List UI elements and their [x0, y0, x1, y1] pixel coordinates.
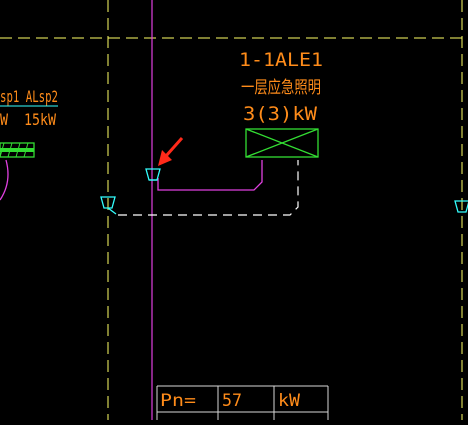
table-label-pn: Pn= — [160, 391, 196, 411]
panel-power-label: 3(3)kW — [243, 103, 318, 125]
panel-name-label: 1-1ALE1 — [239, 49, 323, 71]
panel-desc-label: 一层应急照明 — [241, 78, 321, 98]
panel-box-1-1ALE1[interactable] — [245, 128, 319, 158]
table-unit: kW — [278, 391, 301, 411]
left-panel-powers-label: W 15kW — [0, 110, 56, 129]
connector-symbol-center[interactable] — [145, 168, 161, 181]
connector-symbol-left[interactable] — [100, 196, 117, 215]
red-arrow-icon — [158, 137, 184, 166]
circuit-wire-left-fragment — [0, 159, 9, 201]
load-table — [156, 385, 329, 420]
table-value: 57 — [222, 391, 242, 411]
left-breaker-symbol[interactable] — [0, 142, 35, 158]
circuit-wire-magenta — [157, 160, 263, 191]
circuit-wire-dashed — [118, 160, 299, 216]
left-panel-names-label: sp1 ALsp2 — [0, 87, 58, 106]
connector-symbol-right[interactable] — [454, 200, 468, 213]
